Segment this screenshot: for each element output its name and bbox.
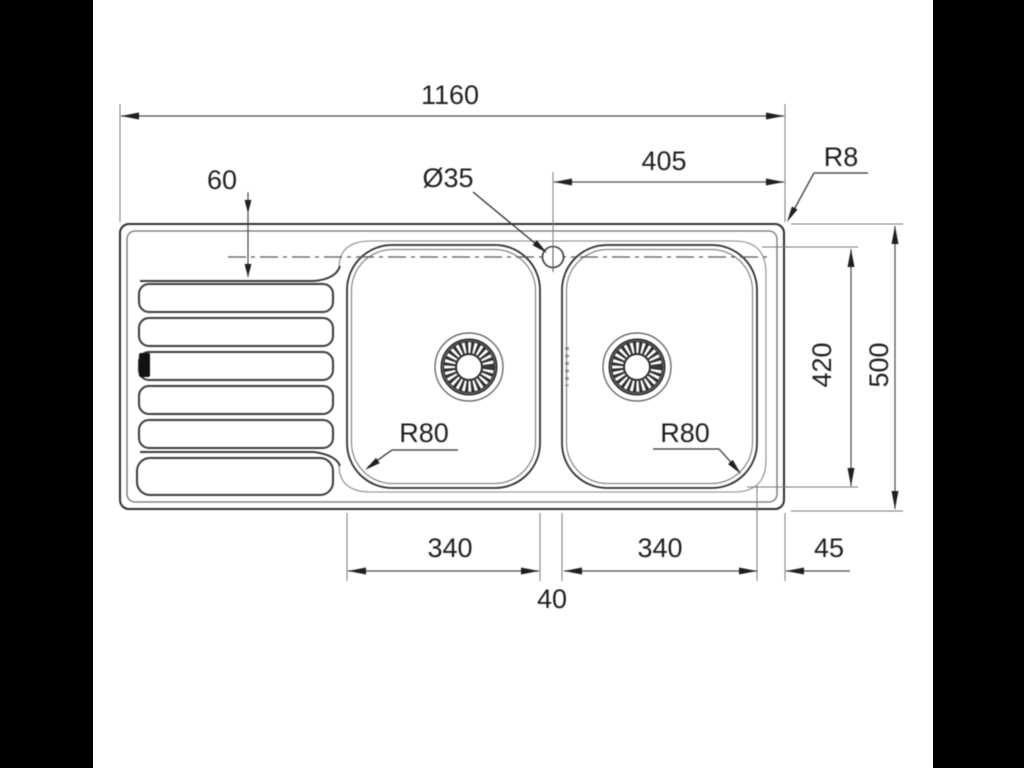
overall-width-label: 1160 [421, 80, 479, 110]
drainboard-groove-1 [138, 283, 334, 313]
left-matte-bar [0, 0, 93, 768]
right-bowl-inner-edge [566, 249, 753, 484]
right-drain-strainer [602, 332, 672, 402]
sink-body [119, 223, 785, 510]
right-margin-label: 45 [814, 533, 844, 563]
callout-right-bowl-radius: R80 [653, 418, 741, 474]
bowl-surround-contour [338, 240, 767, 493]
dim-corner-radius: R8 [787, 142, 868, 222]
sink-outer-outline [119, 223, 785, 510]
bowls [346, 244, 758, 489]
dim-hole-to-edge: 405 [554, 146, 784, 186]
drainboard [136, 265, 341, 496]
corner-radius-label: R8 [824, 142, 859, 172]
hole-to-edge-label: 405 [641, 146, 686, 176]
drainboard-bottom-transition [140, 451, 341, 467]
right-bowl-radius-label: R80 [660, 418, 710, 448]
dim-overall-width: 1160 [121, 80, 784, 120]
dim-bowl-gap: 40 [537, 584, 567, 614]
right-matte-bar [933, 0, 1024, 768]
right-bowl [561, 244, 758, 489]
dim-hole-diameter: Ø35 [422, 163, 547, 253]
faucet-hole [541, 242, 565, 272]
left-drain-strainer [434, 332, 504, 402]
dim-right-bowl-width: 340 [564, 533, 757, 575]
bowl-height-label: 420 [807, 342, 837, 387]
top-offset-label: 60 [207, 165, 237, 195]
right-bowl-width-label: 340 [637, 533, 682, 563]
left-bowl-inner-edge [351, 249, 536, 484]
dim-right-margin: 45 [786, 533, 850, 575]
sink-inner-rim [126, 230, 778, 503]
dim-bowl-height: 420 [807, 249, 855, 486]
drainboard-bottom-band [136, 457, 334, 496]
extension-lines [119, 104, 903, 581]
overflow-mark [139, 353, 150, 377]
dim-left-bowl-width: 340 [348, 533, 539, 575]
overall-height-label: 500 [864, 342, 894, 387]
left-bowl [346, 244, 541, 489]
drainboard-groove-4 [138, 385, 334, 415]
drainboard-groove-5 [138, 419, 334, 449]
left-bowl-radius-label: R80 [399, 418, 449, 448]
bowl-gap-label: 40 [537, 584, 567, 614]
dim-top-offset: 60 [207, 165, 252, 277]
callout-left-bowl-radius: R80 [365, 418, 458, 470]
left-bowl-width-label: 340 [427, 533, 472, 563]
drainboard-groove-2 [138, 317, 334, 347]
hole-diameter-label: Ø35 [422, 163, 473, 193]
drainboard-top-transition [140, 265, 341, 282]
dim-overall-height: 500 [864, 226, 899, 509]
